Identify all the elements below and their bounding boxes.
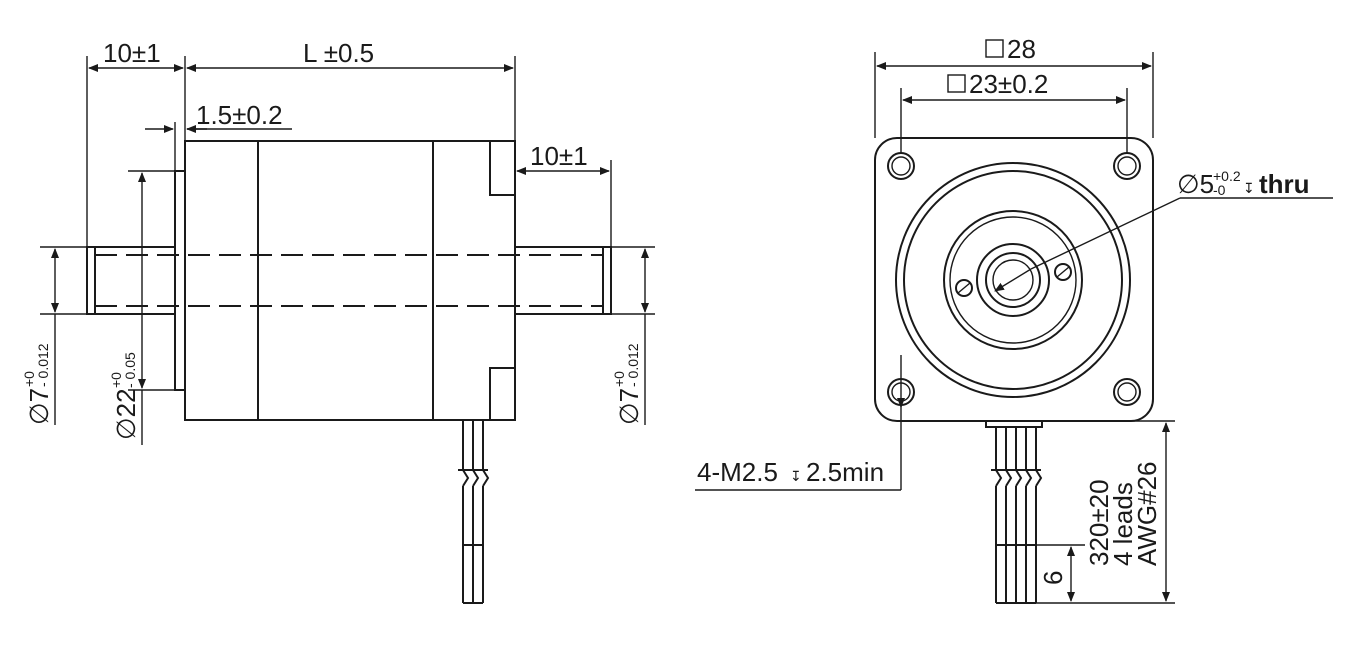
lead-wires-front: [991, 427, 1043, 604]
depth-symbol-icon: ↧: [1243, 180, 1255, 196]
dim-hole-pitch: 23±0.2: [969, 69, 1048, 99]
dim-overall-square: 28: [1007, 34, 1036, 64]
front-view: 28 23±0.2 ∅5 +0.2 -0 ↧ thru 4-M2.5 ↧ 2.5…: [695, 34, 1333, 604]
dim-left-shaft-length: 10±1: [103, 38, 161, 68]
mount-hole-spec: 4-M2.5: [697, 457, 778, 487]
dim-thru-hole-dia: ∅5: [1177, 169, 1214, 199]
tol-lower: - 0.05: [122, 352, 138, 388]
tol-upper: +0: [21, 371, 37, 387]
left-shaft: [86, 246, 176, 315]
lead-length: 320±20: [1084, 479, 1114, 566]
dim-body-length: L ±0.5: [303, 38, 374, 68]
dim-right-shaft-length: 10±1: [530, 141, 588, 171]
tol-lower: - 0.012: [625, 343, 641, 387]
dim-flange-thickness: 1.5±0.2: [196, 100, 283, 130]
tol-upper: +0: [611, 371, 627, 387]
hub: [976, 243, 1050, 317]
lead-wires-side: [458, 420, 490, 604]
tol-upper: +0.2: [1213, 168, 1241, 184]
dim-strip-length: 6: [1038, 571, 1068, 585]
tol-lower: -0: [1213, 182, 1226, 198]
lead-count: 4 leads: [1108, 482, 1138, 566]
dim-left-shaft-dia: ∅7: [24, 388, 54, 425]
depth-symbol-icon: ↧: [790, 468, 802, 484]
pilot-flange: [174, 170, 186, 391]
lead-gauge: AWG#26: [1132, 461, 1162, 566]
tol-upper: +0: [108, 372, 124, 388]
lead-exit: [985, 420, 1043, 428]
dim-right-shaft-dia: ∅7: [614, 388, 644, 425]
tol-lower: - 0.012: [35, 343, 51, 387]
side-view: 10±1 L ±0.5 1.5±0.2 10±1 ∅7 +0 - 0.012 ∅…: [21, 38, 655, 604]
dim-pilot-dia: ∅22: [111, 388, 141, 440]
pilot-ring: [943, 210, 1083, 350]
mount-hole: [1113, 378, 1141, 406]
motor-body: [184, 140, 516, 421]
thru-note: thru: [1259, 169, 1310, 199]
mount-hole-depth: 2.5min: [806, 457, 884, 487]
outer-ring: [895, 162, 1131, 398]
right-shaft: [514, 246, 612, 315]
